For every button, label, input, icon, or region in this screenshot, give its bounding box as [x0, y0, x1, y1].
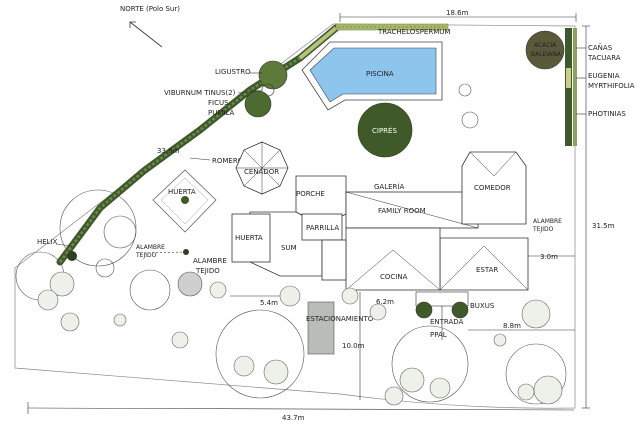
hedge-right: [565, 28, 577, 146]
label-acacia-2: BALEIANA: [531, 51, 562, 58]
dim-parking: 10.0m: [342, 342, 365, 350]
hedge-diagonal: [56, 24, 340, 266]
dim-mid-gap: 6.2m: [376, 298, 394, 306]
entrance: [415, 291, 469, 340]
label-cypress: CIPRÉS: [372, 126, 397, 135]
label-fence-right-1: ALAMBRE: [533, 218, 562, 225]
parking-space: [307, 301, 335, 355]
shrub: [461, 111, 479, 129]
label-kitchen: COCINA: [380, 273, 408, 281]
label-viburnum: VIBURNUM TINUS(2): [164, 89, 236, 97]
label-photinias: PHOTINIAS: [588, 110, 626, 118]
label-fence-right-2: TEJIDO: [532, 226, 554, 233]
label-ficus-1: FICUS: [208, 99, 229, 107]
label-helix: HELIX: [37, 238, 58, 246]
label-romeros: ROMEROS: [212, 157, 248, 165]
label-dining: COMEDOR: [474, 184, 511, 192]
label-parking: ESTACIONAMIENTO: [306, 315, 374, 323]
label-ficus-2: PUMILA: [208, 109, 235, 117]
label-entrance-2: PPAL: [430, 331, 447, 339]
label-fence-1a: ALAMBRE: [136, 244, 165, 251]
dim-left-gap: 5.4m: [260, 299, 278, 307]
dim-right-label: 31.5m: [592, 222, 615, 230]
shrub: [458, 83, 472, 97]
label-sum: SUM: [281, 244, 297, 252]
label-family-room: FAMILY ROOM: [378, 207, 426, 215]
label-fence-2a: ALAMBRE: [193, 257, 227, 265]
label-gallery: GALERÍA: [374, 182, 404, 191]
label-parrilla: PARRILLA: [306, 224, 339, 232]
acacia-tree: [525, 30, 565, 70]
ligustro-tree: [258, 60, 288, 90]
dim-top-label: 18.6m: [446, 9, 469, 17]
vegetation-bottom: [369, 299, 567, 406]
hedge-top: [335, 23, 449, 31]
gazebo: CENADOR: [235, 141, 289, 195]
vegetation-left: [15, 189, 359, 399]
label-living: ESTAR: [476, 266, 498, 274]
pool: PISCINA: [301, 41, 443, 111]
dim-bottom-label: 43.7m: [282, 414, 305, 422]
vegetable-garden-top: HUERTA: [152, 169, 217, 233]
dim-right: 31.5m: [582, 25, 615, 409]
label-entrance-1: ENTRADA: [430, 318, 464, 326]
cypress-tree: [357, 102, 413, 158]
label-canas-2: TACUARA: [587, 54, 621, 62]
property-boundary: [14, 23, 576, 409]
label-eugenia-2: MYRTHIFOLIA: [588, 82, 635, 90]
ficus-tree: [244, 90, 272, 118]
label-ligustro: LIGUSTRO: [215, 68, 251, 76]
north-arrow: NORTE (Polo Sur): [120, 5, 180, 48]
label-fence-2b: TEJIDO: [195, 267, 220, 275]
label-pool: PISCINA: [366, 70, 394, 78]
dim-right-gap: 3.0m: [540, 253, 558, 261]
label-gazebo: CENADOR: [244, 168, 279, 176]
label-eugenia-1: EUGENIA: [588, 72, 620, 80]
dim-bottom: 43.7m: [27, 402, 575, 422]
label-fence-1b: TEJIDO: [135, 252, 157, 259]
label-trachelospermum: TRACHELOSPERMUM: [377, 28, 450, 36]
dim-top: 18.6m: [339, 9, 577, 22]
north-label: NORTE (Polo Sur): [120, 5, 180, 13]
dim-diagonal: 33.8m: [157, 147, 180, 155]
label-porch: PORCHE: [296, 190, 325, 198]
house: [231, 151, 529, 291]
label-huerta-mid: HUERTA: [235, 234, 263, 242]
label-canas-1: CAÑAS: [588, 43, 613, 52]
dim-entry: 8.8m: [503, 322, 521, 330]
label-acacia-1: ACACIA: [534, 42, 557, 49]
label-buxus: BUXUS: [470, 302, 495, 310]
label-huerta-top: HUERTA: [168, 188, 196, 196]
